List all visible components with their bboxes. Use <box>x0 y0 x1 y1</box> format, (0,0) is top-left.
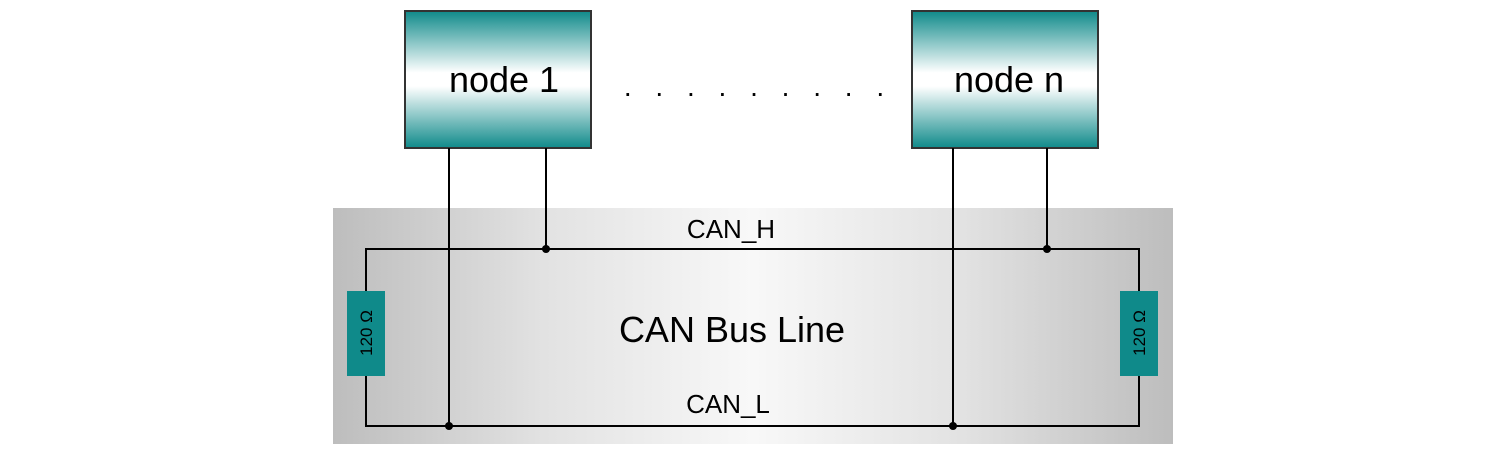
resistor-right: 120 Ω <box>1120 291 1158 376</box>
nodes-ellipsis: . . . . . . . . . <box>624 71 892 102</box>
junction-dot <box>949 422 957 430</box>
junction-dot <box>542 245 550 253</box>
junction-dot <box>1043 245 1051 253</box>
junction-dot <box>445 422 453 430</box>
node-n-box <box>911 10 1099 149</box>
can-h-label: CAN_H <box>687 214 775 244</box>
bus-background <box>333 208 1173 444</box>
node-1-box <box>404 10 592 149</box>
node-1: node 1 <box>404 10 592 149</box>
node-1-label: node 1 <box>449 59 559 100</box>
bus-title: CAN Bus Line <box>619 309 845 350</box>
resistor-left-body <box>347 291 385 376</box>
resistor-right-body <box>1120 291 1158 376</box>
resistor-left-label: 120 Ω <box>357 310 376 356</box>
resistor-right-label: 120 Ω <box>1130 310 1149 356</box>
junction-dots <box>445 245 1051 430</box>
can-l-label: CAN_L <box>686 389 770 419</box>
resistor-left: 120 Ω <box>347 291 385 376</box>
node-n-label: node n <box>954 59 1064 100</box>
bus-wires <box>365 148 1140 427</box>
node-n: node n <box>911 10 1099 149</box>
